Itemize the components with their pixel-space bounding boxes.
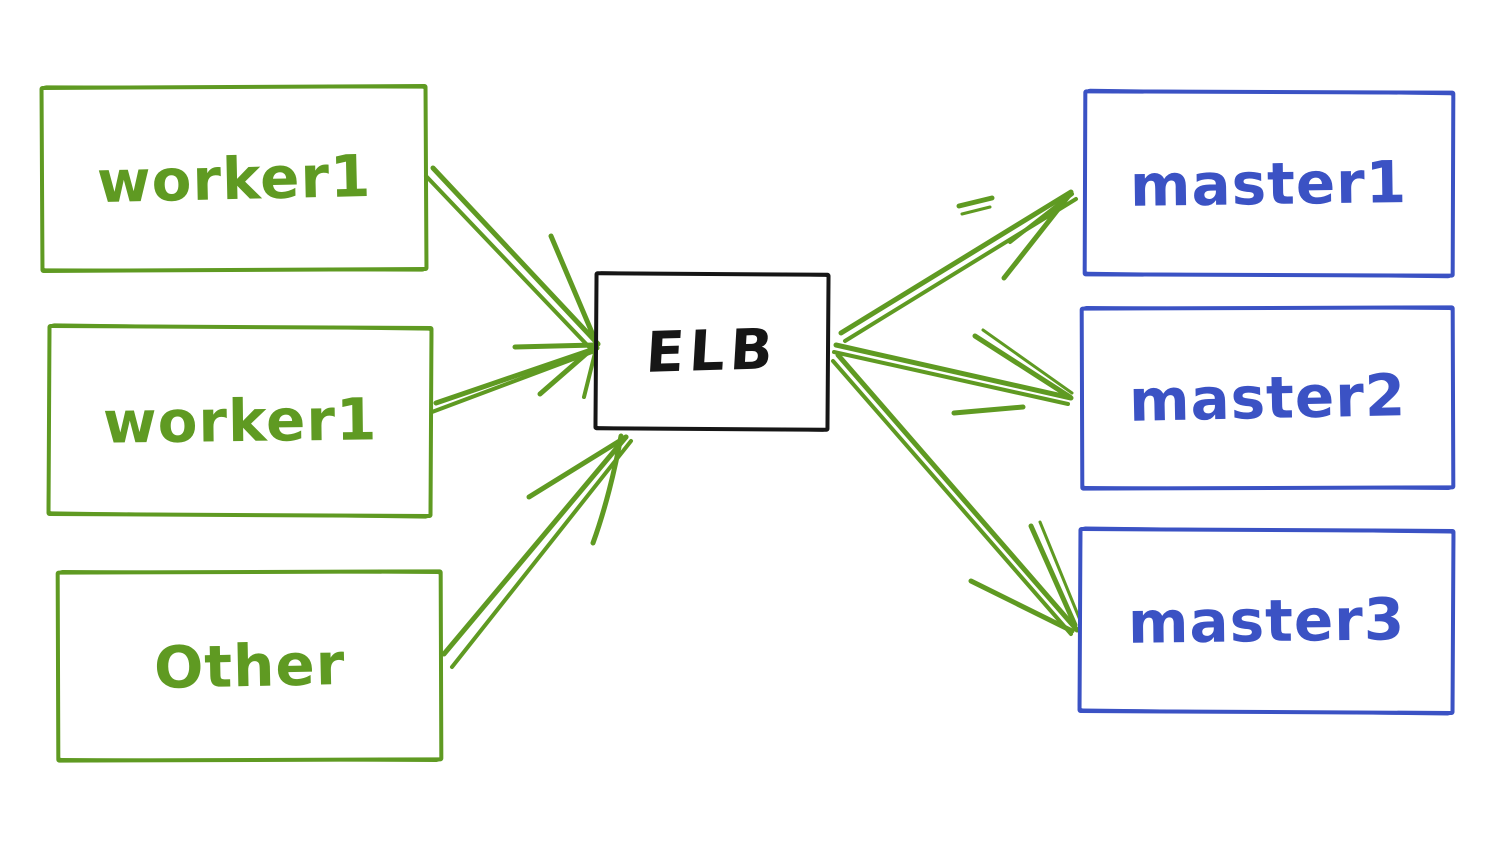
arrow-stroke (843, 197, 1078, 343)
arrow-stroke (430, 165, 601, 347)
arrowhead-stroke (1028, 523, 1078, 628)
arrow-stroke (960, 205, 992, 216)
node-master1: master1 (1082, 89, 1456, 278)
arrow-stroke (424, 174, 593, 351)
arrow-stroke (835, 352, 1080, 633)
node-worker1-mid: worker1 (46, 323, 434, 519)
arrow-other-to-elb (441, 433, 633, 669)
arrow-elb-to-master3 (831, 352, 1082, 636)
arrow-stroke (832, 350, 1070, 406)
node-master2: master2 (1079, 305, 1456, 491)
node-worker1-mid-label: worker1 (102, 385, 378, 457)
arrowhead-stroke (1001, 190, 1074, 281)
arrow-worker1-mid-to-elb (430, 344, 600, 414)
arrow-stroke (831, 359, 1073, 636)
node-master3-label: master3 (1127, 585, 1406, 657)
arrow-stroke (430, 350, 594, 414)
node-worker1-top-label: worker1 (96, 141, 372, 216)
arrow-stroke (833, 342, 1074, 401)
arrow-stroke (838, 189, 1074, 336)
arrowhead-stroke (1038, 520, 1082, 622)
arrow-stroke (433, 345, 600, 406)
arrowhead-stroke (951, 404, 1026, 416)
arrowhead-stroke (968, 578, 1075, 634)
node-other: Other (55, 569, 444, 763)
arrow-stroke (512, 342, 598, 350)
node-master3: master3 (1077, 527, 1456, 715)
arrow-stroke (548, 233, 599, 345)
node-worker1-top: worker1 (39, 83, 429, 274)
node-master1-label: master1 (1129, 147, 1409, 220)
arrow-stroke (956, 195, 995, 209)
node-master2-label: master2 (1128, 361, 1407, 435)
arrow-worker1-top-to-elb (424, 165, 601, 351)
node-elb-label: ELB (644, 317, 780, 386)
arrowhead-stroke (981, 328, 1074, 395)
arrowhead-stroke (1008, 192, 1074, 244)
node-elb: ELB (593, 271, 831, 432)
arrow-stroke (450, 439, 633, 669)
arrow-elb-to-master1 (838, 189, 1078, 343)
arrow-stroke (537, 344, 597, 397)
arrow-elb-to-master2 (832, 328, 1074, 416)
arrowhead-stroke (972, 333, 1073, 400)
arrow-stroke (441, 434, 629, 657)
node-other-label: Other (153, 630, 346, 702)
arrowhead-stroke (526, 434, 629, 500)
arrowhead-stroke (590, 433, 624, 546)
